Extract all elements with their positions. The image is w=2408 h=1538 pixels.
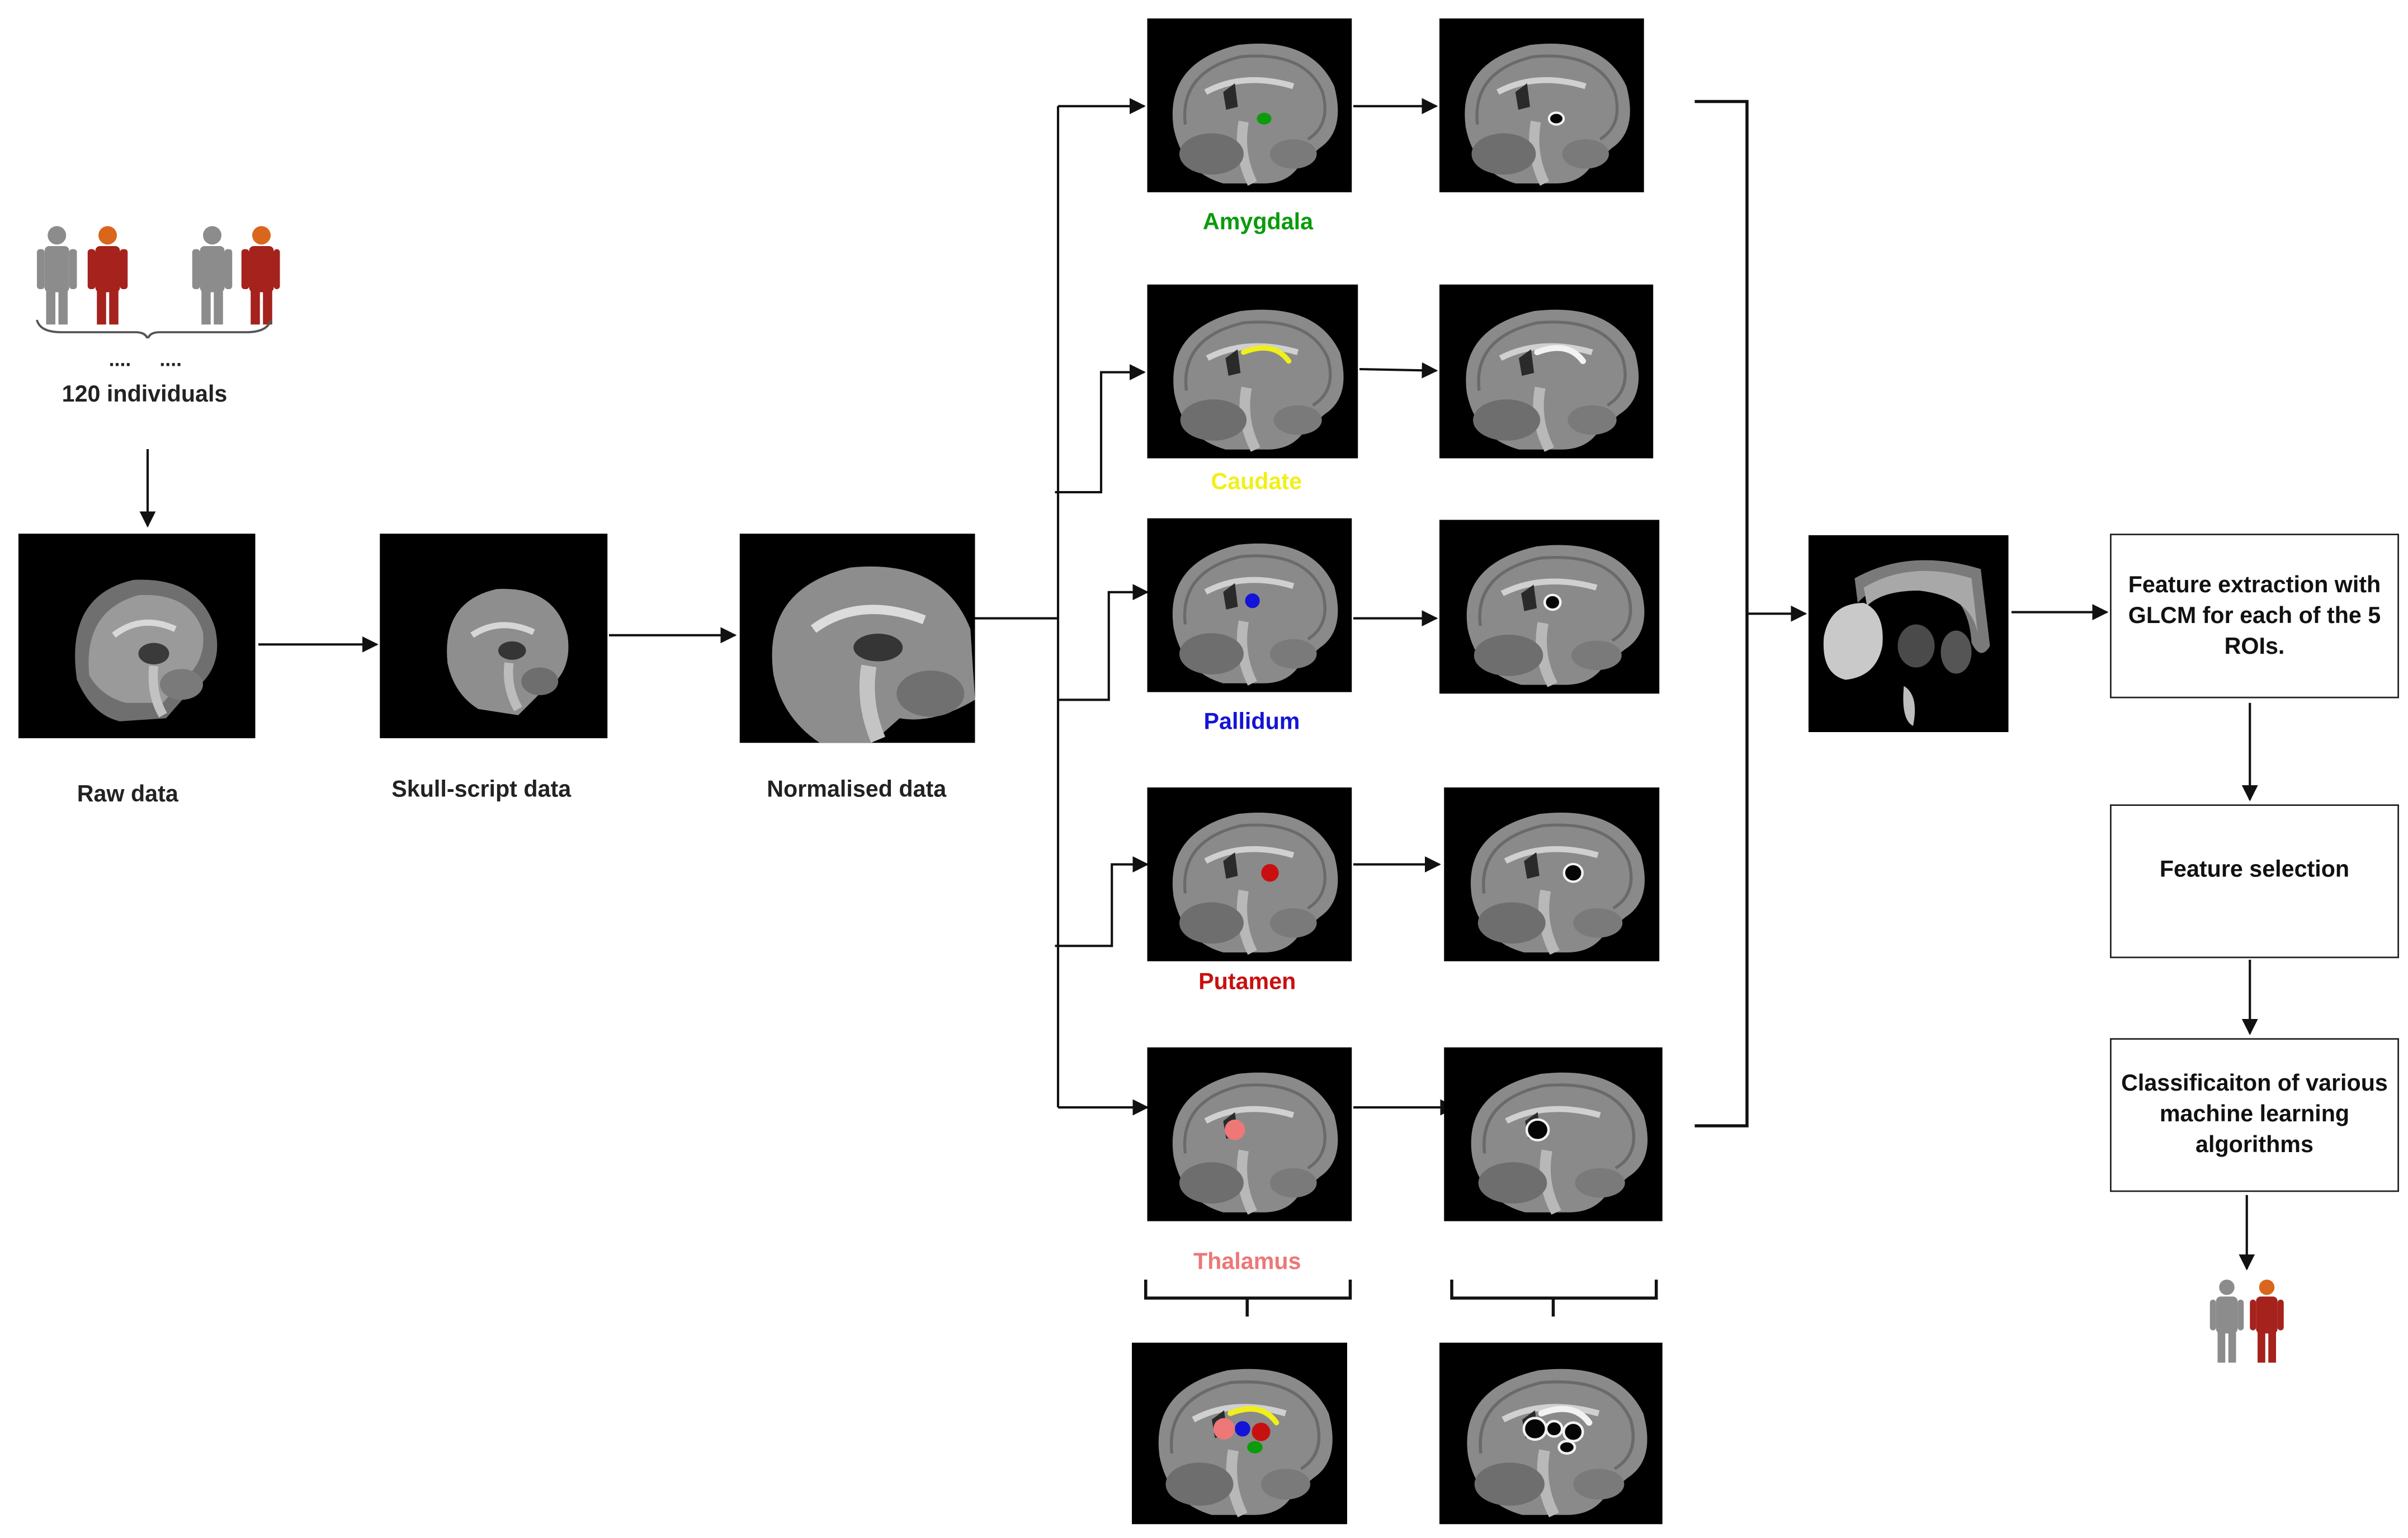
dots-left: ....	[108, 347, 131, 371]
amygdala-region	[1257, 112, 1272, 125]
raw-data-image	[18, 534, 256, 738]
arrow-to-pallidum	[1058, 584, 1149, 701]
amygdala-region	[1247, 1441, 1263, 1454]
pallidum-region	[1245, 593, 1260, 608]
normalised-image	[739, 534, 975, 743]
pallidum-segmentation-image	[1147, 518, 1352, 692]
caudate-region	[1534, 345, 1587, 364]
putamen-region	[1562, 1421, 1584, 1442]
amygdala-segmentation-image	[1147, 18, 1352, 192]
thalamus-region	[1213, 1418, 1235, 1440]
pallidum-mask-image	[1439, 520, 1660, 694]
individuals-count-label: 120 individuals	[62, 381, 228, 408]
dots-right: ....	[159, 347, 182, 371]
person-red-icon	[241, 226, 280, 325]
feature-selection-box: Feature selection	[2110, 804, 2399, 959]
amygdala-region	[1547, 111, 1565, 126]
skull-stripped-label: Skull-script data	[391, 776, 572, 803]
arrow-to-caudate	[1055, 364, 1146, 494]
combine-bracket-right	[1450, 1280, 1658, 1300]
putamen-region	[1252, 1422, 1271, 1441]
person-gray-icon	[37, 226, 77, 325]
arrow-caudate-mask	[1359, 362, 1438, 379]
putamen-segmentation-image	[1147, 787, 1352, 961]
pallidum-region	[1235, 1421, 1250, 1437]
classification-box: Classificaiton of various machine learni…	[2110, 1038, 2399, 1192]
thalamus-region	[1525, 1118, 1550, 1141]
caudate-region	[1241, 345, 1292, 364]
normalised-label: Normalised data	[767, 776, 947, 803]
pallidum-region	[1545, 1419, 1564, 1438]
putamen-region	[1261, 864, 1279, 882]
arrow-to-putamen	[1055, 856, 1149, 947]
amygdala-region	[1557, 1440, 1576, 1455]
person-gray-icon	[192, 226, 233, 325]
feature-extraction-box: Feature extraction with GLCM for each of…	[2110, 534, 2399, 699]
skull-stripped-image	[380, 534, 608, 738]
combine-bracket-left	[1144, 1280, 1352, 1300]
caudate-region	[1227, 1406, 1279, 1426]
thalamus-segmentation-image	[1147, 1047, 1352, 1221]
merge-bracket	[1694, 100, 1749, 1127]
person-gray-icon	[2209, 1280, 2244, 1363]
roi-label-amygdala: Amygdala	[1202, 209, 1314, 235]
caudate-mask-image	[1439, 284, 1654, 459]
combined-mask-image	[1439, 1342, 1663, 1525]
caudate-segmentation-image	[1147, 284, 1358, 459]
individuals-group-icon	[16, 221, 280, 342]
putamen-region	[1562, 862, 1584, 883]
thalamus-region	[1522, 1417, 1548, 1441]
thalamus-region	[1224, 1119, 1245, 1140]
raw-data-label: Raw data	[77, 781, 178, 808]
extracted-rois-image	[1809, 535, 2009, 732]
pallidum-region	[1543, 593, 1562, 611]
caudate-region	[1538, 1405, 1593, 1426]
roi-label-caudate: Caudate	[1211, 469, 1302, 496]
roi-label-putamen: Putamen	[1198, 969, 1296, 996]
amygdala-mask-image	[1439, 18, 1644, 192]
roi-label-thalamus: Thalamus	[1193, 1249, 1301, 1275]
group-brace	[36, 319, 272, 342]
person-red-icon	[2250, 1280, 2284, 1363]
putamen-mask-image	[1444, 787, 1660, 961]
thalamus-mask-image	[1444, 1047, 1663, 1221]
roi-label-pallidum: Pallidum	[1203, 709, 1300, 735]
classified-individuals-icon	[2206, 1273, 2292, 1369]
combined-segmentation-image	[1132, 1342, 1347, 1525]
person-red-icon	[87, 226, 128, 325]
